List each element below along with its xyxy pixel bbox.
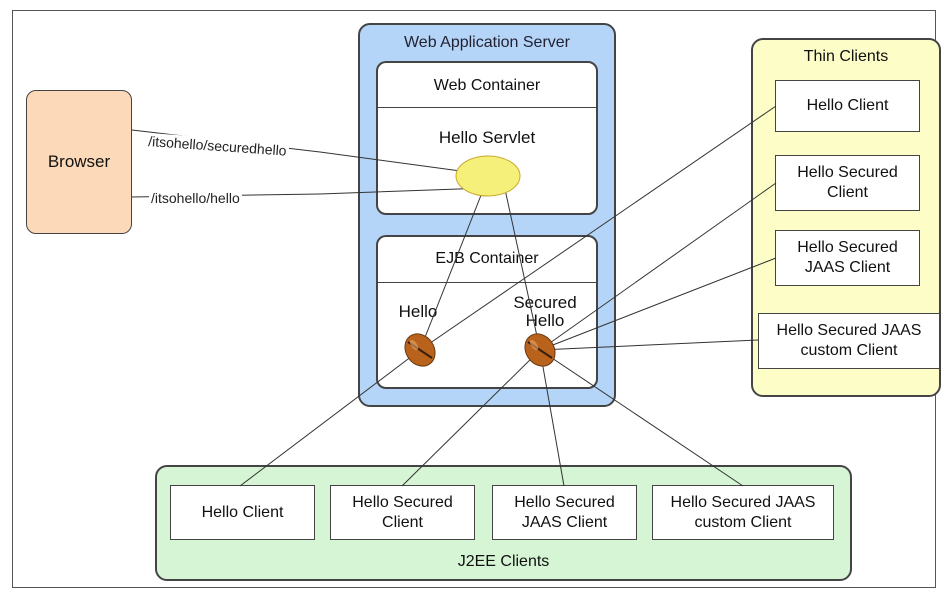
j2ee-client-hello-secured-jaas: Hello Secured JAAS Client [492,485,637,540]
ejb-container-divider [378,282,596,283]
secured-url-label: /itsohello/securedhello [148,133,288,159]
ejb-container-box [376,235,598,389]
connector-j2ee-jaas-custom [539,349,744,487]
thin-client-hello: Hello Client [775,80,920,132]
url-label-background [149,190,242,206]
thin-client-hello-secured-jaas: Hello Secured JAAS Client [775,230,920,286]
j2ee-client-hello-secured: Hello Secured Client [330,485,475,540]
j2ee-client-hello: Hello Client [170,485,315,540]
j2ee-clients-title: J2EE Clients [457,553,550,570]
web-container-divider [378,107,596,108]
connector-j2ee-secured [401,349,541,487]
connector-j2ee-hello [239,349,421,487]
ejb-container-title: EJB Container [435,250,539,267]
thin-clients-title: Thin Clients [803,48,889,65]
j2ee-client-hello-secured-jaas-custom: Hello Secured JAAS custom Client [652,485,834,540]
connector-thin-hello [419,105,777,351]
browser-box [26,90,132,234]
web-container-box [376,61,598,215]
thin-client-hello-secured-jaas-custom: Hello Secured JAAS custom Client [758,313,940,369]
hello-url-label: /itsohello/hello [151,190,240,206]
hello-bean-icon [404,333,436,367]
secured-hello-bean-icon [524,333,556,367]
connector-thin-secured [539,182,777,351]
connector-thin-jaas [539,257,777,351]
web-container-title: Web Container [433,77,541,94]
web-application-server-title: Web Application Server [403,34,570,51]
hello-servlet-label: Hello Servlet [438,128,536,147]
browser-label: Browser [47,152,111,171]
url-label-background [145,132,290,159]
connector-thin-jaas-custom [539,339,759,351]
hello-bean-label: Hello [398,302,438,321]
hello-servlet-icon [455,155,521,197]
connector-servlet-secured-bean [502,179,541,351]
connector-j2ee-jaas [539,349,565,487]
connector-servlet-hello-bean [419,179,488,351]
